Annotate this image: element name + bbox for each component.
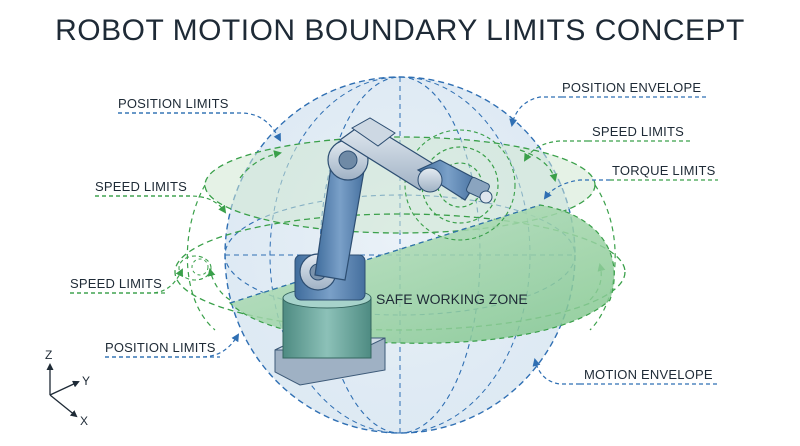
label-speed-limits-right: SPEED LIMITS: [592, 124, 684, 139]
label-position-envelope: POSITION ENVELOPE: [562, 80, 702, 95]
label-position-limits-bottom: POSITION LIMITS: [105, 340, 216, 355]
axis-x-label: X: [80, 414, 89, 428]
label-underlines: [70, 96, 718, 385]
axis-z-label: Z: [45, 348, 53, 362]
label-safe-working-zone: SAFE WORKING ZONE: [376, 291, 528, 307]
label-torque-limits: TORQUE LIMITS: [612, 163, 716, 178]
coordinate-axes-icon: [46, 363, 80, 418]
label-position-limits-top: POSITION LIMITS: [118, 96, 229, 111]
robot-arm: [274, 117, 493, 386]
label-motion-envelope: MOTION ENVELOPE: [584, 367, 713, 382]
diagram-title: ROBOT MOTION BOUNDARY LIMITS CONCEPT: [55, 14, 745, 47]
label-speed-limits-left-upper: SPEED LIMITS: [95, 179, 187, 194]
label-speed-limits-left-lower: SPEED LIMITS: [70, 276, 162, 291]
axis-y-label: Y: [82, 374, 91, 388]
